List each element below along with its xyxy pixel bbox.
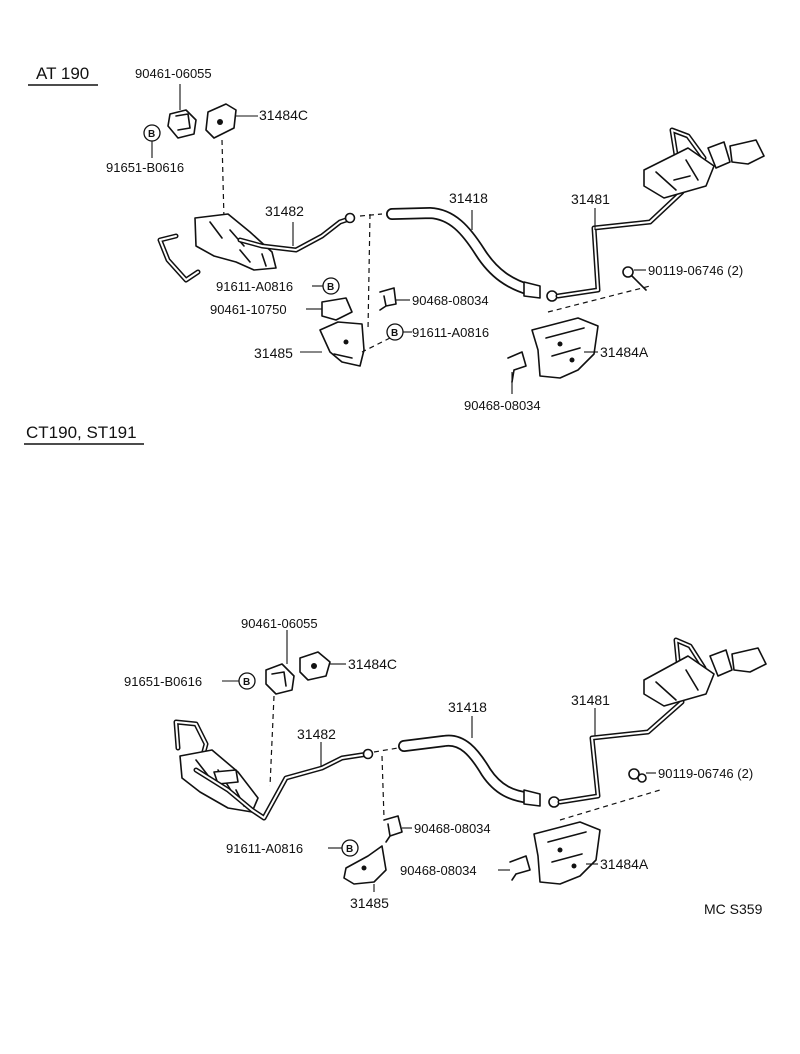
clutch-release-cylinder-part xyxy=(643,647,767,707)
label-clamp-mid: 90461-10750 xyxy=(210,302,287,317)
svg-text:B: B xyxy=(346,844,353,855)
label-tube-31481: 31481 xyxy=(571,692,610,708)
clip-part xyxy=(509,855,531,881)
svg-text:B: B xyxy=(243,677,250,688)
label-tube-31482: 31482 xyxy=(265,203,304,219)
clip-part xyxy=(507,351,527,383)
label-bracket-31485: 31485 xyxy=(254,345,293,361)
label-clip-mid: 90468-08034 xyxy=(414,821,491,836)
clip-part xyxy=(379,287,397,311)
label-clip-bottom: 90468-08034 xyxy=(464,398,541,413)
bracket-31485-part xyxy=(319,321,365,367)
label-bracket-31485: 31485 xyxy=(350,895,389,911)
label-tube-31481: 31481 xyxy=(571,191,610,207)
label-bolt-right: 90119-06746 (2) xyxy=(658,766,753,781)
svg-text:B: B xyxy=(391,328,398,339)
clamp-part xyxy=(167,109,197,139)
footer-code: MC S359 xyxy=(704,901,763,917)
bracket-31484c-part xyxy=(205,103,237,139)
label-bracket-c: 31484C xyxy=(348,656,397,672)
label-clamp-top: 90461-06055 xyxy=(241,616,318,631)
clutch-master-cylinder-part xyxy=(157,213,277,283)
label-bracket-c: 31484C xyxy=(259,107,308,123)
label-bolt-mid1: 91611-A0816 xyxy=(226,841,303,856)
section-ct190-st191: CT190, ST191 B xyxy=(24,423,767,911)
bolt-part xyxy=(628,768,647,783)
label-clamp-top: 90461-06055 xyxy=(135,66,212,81)
bracket-31485-part xyxy=(343,845,387,885)
label-bracket-a: 31484A xyxy=(600,344,649,360)
label-clip-mid: 90468-08034 xyxy=(412,293,489,308)
section-title-at190: AT 190 xyxy=(36,64,89,83)
bolt-part xyxy=(622,266,647,291)
section-at190: AT 190 B xyxy=(28,64,765,413)
clip-part xyxy=(383,815,403,843)
label-bolt-mid2: 91611-A0816 xyxy=(412,325,489,340)
clutch-master-cylinder-part xyxy=(173,719,259,813)
clutch-release-cylinder-part xyxy=(643,139,765,199)
label-clip-bottom: 90468-08034 xyxy=(400,863,477,878)
svg-text:B: B xyxy=(148,129,155,140)
clamp-part xyxy=(321,297,353,321)
label-bolt-top: 91651-B0616 xyxy=(124,674,202,689)
section-title-ct190-st191: CT190, ST191 xyxy=(26,423,137,442)
label-bolt-top: 91651-B0616 xyxy=(106,160,184,175)
b-mark-icon: B xyxy=(143,124,161,142)
label-bolt-mid1: 91611-A0816 xyxy=(216,279,293,294)
b-mark-icon: B xyxy=(238,672,256,690)
svg-text:B: B xyxy=(327,282,334,293)
label-hose-31418: 31418 xyxy=(449,190,488,206)
label-bolt-right: 90119-06746 (2) xyxy=(648,263,743,278)
label-hose-31418: 31418 xyxy=(448,699,487,715)
bracket-31484a-part xyxy=(533,821,601,885)
clamp-part xyxy=(265,663,295,695)
bracket-31484a-part xyxy=(531,317,599,379)
label-bracket-a: 31484A xyxy=(600,856,649,872)
label-tube-31482: 31482 xyxy=(297,726,336,742)
bracket-31484c-part xyxy=(299,651,331,681)
